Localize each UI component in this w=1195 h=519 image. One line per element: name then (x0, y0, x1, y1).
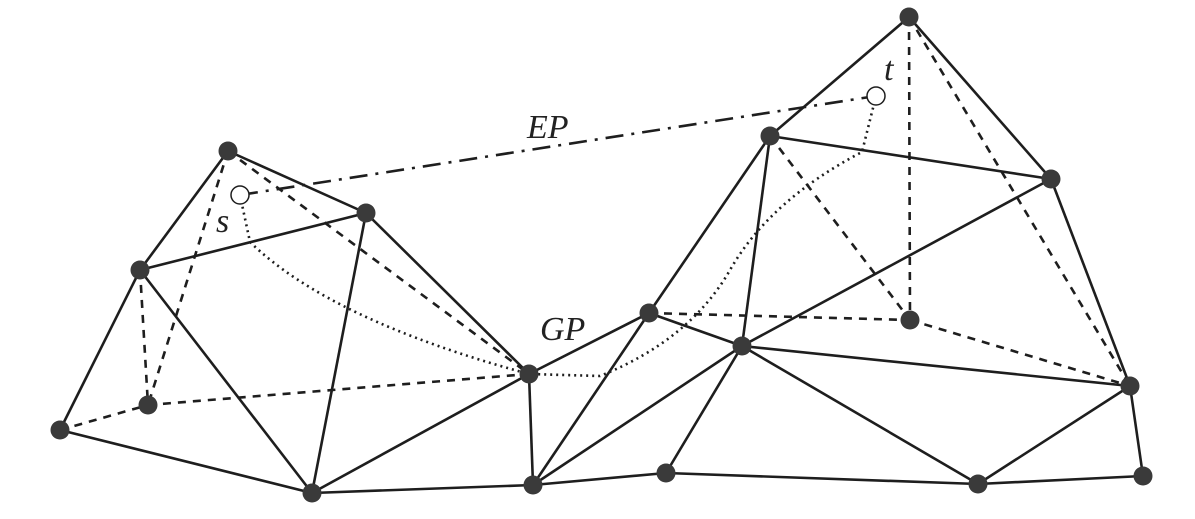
solid-edge-C-E (58, 269, 142, 431)
geodesic-path-t (528, 95, 878, 378)
vertex-A (218, 141, 238, 161)
geodesic-path-s (238, 194, 530, 376)
vertex-Q (968, 474, 988, 494)
solid-edge-I-H (531, 312, 651, 486)
dashed-edge-I-N (648, 311, 911, 322)
dashed-edge-E-D (59, 403, 149, 432)
vertex-C (130, 260, 150, 280)
vertex-J (732, 336, 752, 356)
solid-edge-A-B (227, 149, 367, 215)
vertex-D (138, 395, 158, 415)
vertex-L (899, 7, 919, 27)
target-point-t (866, 86, 886, 106)
label-s: s (216, 203, 229, 240)
solid-edge-C-B (139, 211, 367, 272)
vertex-R (656, 463, 676, 483)
dashed-edge-L-N (907, 16, 912, 321)
vertex-P (1133, 466, 1153, 486)
vertex-K (760, 126, 780, 146)
label-t: t (884, 51, 895, 88)
vertex-F (302, 483, 322, 503)
solid-edge-G-H (527, 373, 535, 486)
dashed-edge-D-G (147, 372, 530, 407)
solid-edge-K-J (740, 135, 772, 347)
solid-edge-L-M (908, 16, 1052, 180)
vertex-M (1041, 169, 1061, 189)
solid-edge-F-G (311, 372, 530, 495)
dashed-edge-L-O (907, 16, 1132, 387)
solid-edge-E-F (59, 428, 313, 495)
vertex-I (639, 303, 659, 323)
solid-edge-G-I (528, 311, 650, 376)
solid-edge-O-P (1128, 385, 1145, 477)
solid-edge-M-J (741, 177, 1052, 348)
solid-edge-B-F (310, 212, 368, 494)
label-gp: GP (540, 311, 585, 348)
solid-edge-J-O (741, 344, 1131, 388)
solid-edge-C-F (138, 269, 314, 494)
vertex-E (50, 420, 70, 440)
solid-edge-B-G (365, 212, 530, 375)
solid-edge-K-L (769, 16, 910, 137)
solid-edge-J-Q (741, 344, 979, 486)
solid-edge-I-K (647, 135, 772, 314)
solid-edge-Q-O (977, 384, 1131, 486)
vertex-O (1120, 376, 1140, 396)
label-ep: EP (526, 109, 569, 146)
solid-edge-H-R (532, 471, 667, 487)
solid-edge-J-R (664, 345, 744, 474)
dashed-edge-C-D (138, 269, 150, 406)
solid-edge-R-Q (665, 471, 979, 486)
vertex-G (519, 364, 539, 384)
solid-edge-I-J (648, 311, 743, 348)
solid-edge-F-H (311, 483, 534, 495)
solid-edge-Q-P (977, 474, 1144, 486)
solid-edge-J-H (532, 344, 743, 487)
vertex-H (523, 475, 543, 495)
solid-edge-A-C (138, 150, 230, 271)
source-point-s (230, 185, 250, 205)
solid-edge-M-O (1049, 178, 1132, 387)
vertex-B (356, 203, 376, 223)
vertex-N (900, 310, 920, 330)
